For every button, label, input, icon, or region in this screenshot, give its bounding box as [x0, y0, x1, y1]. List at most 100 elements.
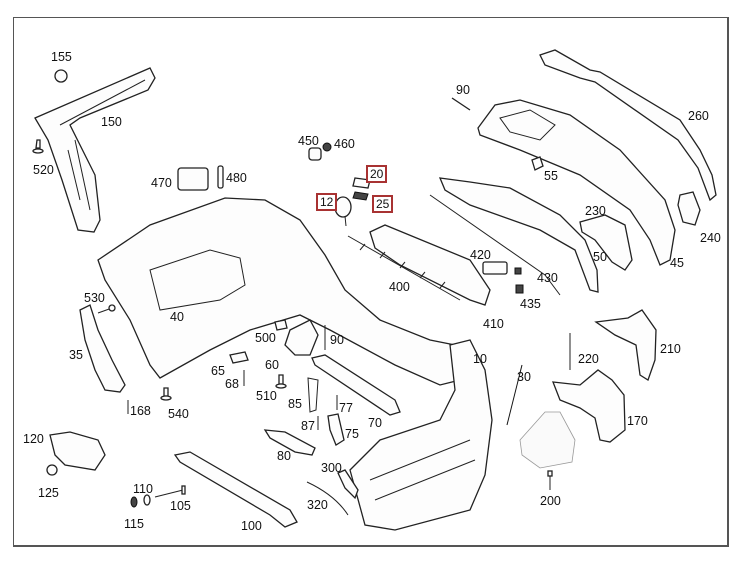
callout-20-highlighted[interactable]: 20 [366, 165, 388, 183]
callout-115[interactable]: 115 [124, 517, 144, 531]
part-12-cap[interactable] [334, 196, 352, 227]
part-80-bracket[interactable] [263, 429, 316, 456]
callout-510[interactable]: 510 [256, 389, 277, 403]
part-125-washer[interactable] [46, 464, 58, 476]
callout-540[interactable]: 540 [168, 407, 189, 421]
part-35-bracket[interactable] [79, 304, 126, 393]
callout-470[interactable]: 470 [151, 176, 172, 190]
part-240-trim-ring[interactable] [677, 191, 701, 226]
callout-60[interactable]: 60 [265, 358, 279, 372]
callout-155[interactable]: 155 [51, 50, 72, 64]
part-480-strip[interactable] [217, 165, 224, 189]
callout-430[interactable]: 430 [537, 271, 558, 285]
callout-25-highlighted[interactable]: 25 [372, 195, 394, 213]
callout-85[interactable]: 85 [288, 397, 302, 411]
part-170-bracket[interactable] [552, 369, 626, 443]
callout-75[interactable]: 75 [345, 427, 359, 441]
callout-240[interactable]: 240 [700, 231, 721, 245]
callout-260[interactable]: 260 [688, 109, 709, 123]
part-115-nut[interactable] [130, 496, 138, 508]
part-435-connector[interactable] [515, 284, 524, 294]
part-460-ring[interactable] [322, 142, 332, 152]
callout-68[interactable]: 68 [225, 377, 239, 391]
callout-210[interactable]: 210 [660, 342, 681, 356]
part-520-screw[interactable] [32, 139, 44, 154]
callout-200[interactable]: 200 [540, 494, 561, 508]
callout-45[interactable]: 45 [670, 256, 684, 270]
callout-320[interactable]: 320 [307, 498, 328, 512]
part-200-bolt[interactable] [547, 470, 553, 490]
callout-220[interactable]: 220 [578, 352, 599, 366]
part-510-screw[interactable] [275, 374, 287, 389]
callout-12-highlighted[interactable]: 12 [316, 193, 338, 211]
callout-90[interactable]: 90 [456, 83, 470, 97]
callout-35[interactable]: 35 [69, 348, 83, 362]
part-50-panel[interactable] [438, 177, 599, 293]
diagram-frame [13, 17, 729, 547]
part-55-clip[interactable] [531, 156, 544, 171]
callout-150[interactable]: 150 [101, 115, 122, 129]
callout-110[interactable]: 110 [133, 482, 153, 496]
part-320-strip[interactable] [306, 481, 349, 516]
callout-168[interactable]: 168 [130, 404, 151, 418]
part-540-screw[interactable] [160, 387, 172, 401]
callout-70[interactable]: 70 [368, 416, 382, 430]
callout-10[interactable]: 10 [473, 352, 487, 366]
part-70-beam[interactable] [311, 354, 401, 416]
part-65-clip[interactable] [229, 351, 249, 364]
part-40-bumper-cover[interactable] [97, 197, 471, 386]
callout-420[interactable]: 420 [470, 248, 491, 262]
callout-300[interactable]: 300 [321, 461, 342, 475]
part-150-bracket[interactable] [34, 67, 156, 233]
callout-450[interactable]: 450 [298, 134, 319, 148]
part-20-clip[interactable] [352, 177, 371, 189]
part-230-bracket[interactable] [579, 214, 633, 271]
part-155-nut[interactable] [54, 69, 68, 83]
callout-30[interactable]: 30 [517, 370, 531, 384]
callout-77[interactable]: 77 [339, 401, 353, 415]
part-75-bracket[interactable] [327, 413, 345, 446]
callout-100[interactable]: 100 [241, 519, 262, 533]
callout-410[interactable]: 410 [483, 317, 504, 331]
callout-520[interactable]: 520 [33, 163, 54, 177]
part-30-rod[interactable] [506, 364, 523, 426]
part-210-bracket[interactable] [594, 309, 657, 381]
part-90-pin-top[interactable] [451, 97, 471, 111]
part-450-sensor[interactable] [308, 147, 322, 161]
callout-500[interactable]: 500 [255, 331, 276, 345]
part-120-bracket[interactable] [49, 431, 106, 471]
part-85-bracket[interactable] [307, 377, 319, 413]
callout-120[interactable]: 120 [23, 432, 44, 446]
callout-40[interactable]: 40 [170, 310, 184, 324]
part-300-bracket[interactable] [337, 469, 359, 500]
part-110-washer[interactable] [143, 494, 151, 506]
part-430-connector[interactable] [514, 267, 522, 275]
callout-87[interactable]: 87 [301, 419, 315, 433]
callout-230[interactable]: 230 [585, 204, 606, 218]
callout-530[interactable]: 530 [84, 291, 105, 305]
callout-65[interactable]: 65 [211, 364, 225, 378]
part-25-clip[interactable] [352, 191, 369, 201]
part-10-bumper-end[interactable] [349, 339, 493, 531]
callout-55[interactable]: 55 [544, 169, 558, 183]
part-500-clip[interactable] [274, 319, 288, 331]
callout-400[interactable]: 400 [389, 280, 410, 294]
part-260-trim[interactable] [539, 49, 717, 202]
part-100-trim-strip[interactable] [173, 451, 298, 528]
part-105-bolt[interactable] [154, 485, 186, 498]
callout-480[interactable]: 480 [226, 171, 247, 185]
part-60-bracket[interactable] [284, 319, 319, 356]
part-housing[interactable] [519, 411, 576, 469]
part-470-cover[interactable] [177, 167, 209, 191]
callout-435[interactable]: 435 [520, 297, 541, 311]
callout-90-center[interactable]: 90 [330, 333, 344, 347]
part-400-grille[interactable] [369, 224, 491, 306]
callout-460[interactable]: 460 [334, 137, 355, 151]
callout-80[interactable]: 80 [277, 449, 291, 463]
part-530-screw[interactable] [97, 304, 116, 314]
callout-105[interactable]: 105 [170, 499, 191, 513]
callout-50[interactable]: 50 [593, 250, 607, 264]
part-420-module[interactable] [482, 261, 508, 275]
callout-170[interactable]: 170 [627, 414, 648, 428]
callout-125[interactable]: 125 [38, 486, 59, 500]
